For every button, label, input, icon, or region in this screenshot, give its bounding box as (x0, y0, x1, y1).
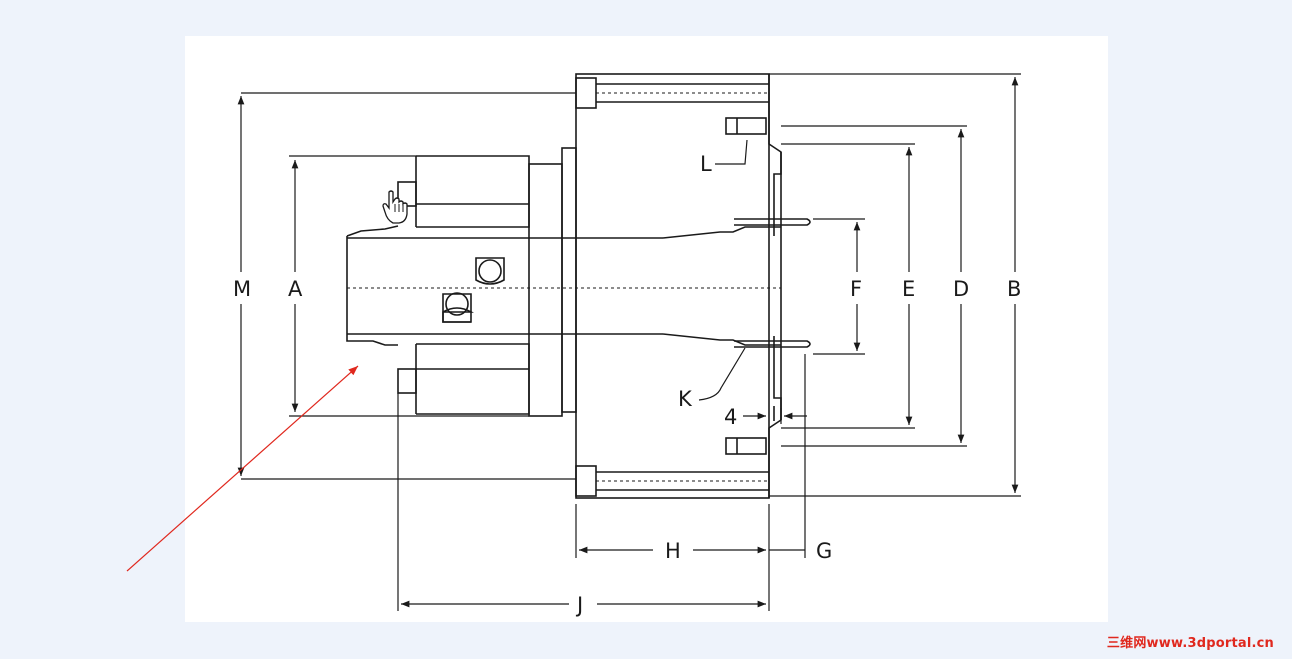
label-L: L (700, 152, 712, 176)
dimensions (237, 73, 1021, 611)
technical-drawing: M A F E D B L K 4 H G J (185, 36, 1108, 622)
label-B: B (1007, 277, 1021, 301)
cross-hole-top (475, 257, 505, 285)
label-E: E (902, 277, 915, 301)
pin-bottom (734, 340, 811, 348)
part-outline (346, 73, 811, 499)
set-screw-top (725, 117, 767, 135)
lower-clamp (416, 343, 530, 415)
pin-top (734, 218, 811, 226)
label-A: A (288, 277, 303, 301)
watermark-text: 三维网www.3dportal.cn (1106, 636, 1274, 651)
upper-clamp (416, 155, 530, 228)
hub (528, 163, 563, 417)
label-G: G (816, 539, 832, 563)
label-F: F (850, 277, 862, 301)
label-4: 4 (724, 405, 737, 429)
bolt-head-bottom (575, 465, 597, 497)
bore-left (346, 236, 398, 346)
drawing-canvas: M A F E D B L K 4 H G J (233, 73, 1021, 617)
set-screw-bottom (725, 437, 767, 455)
flange-step (561, 147, 577, 413)
bolt-head-top (575, 77, 597, 109)
label-H: H (665, 539, 681, 563)
label-D: D (953, 277, 969, 301)
label-K: K (678, 387, 693, 411)
flange-body (575, 73, 770, 499)
dimension-labels: M A F E D B L K 4 H G J (233, 152, 1021, 617)
label-J: J (575, 593, 583, 617)
label-M: M (233, 277, 251, 301)
